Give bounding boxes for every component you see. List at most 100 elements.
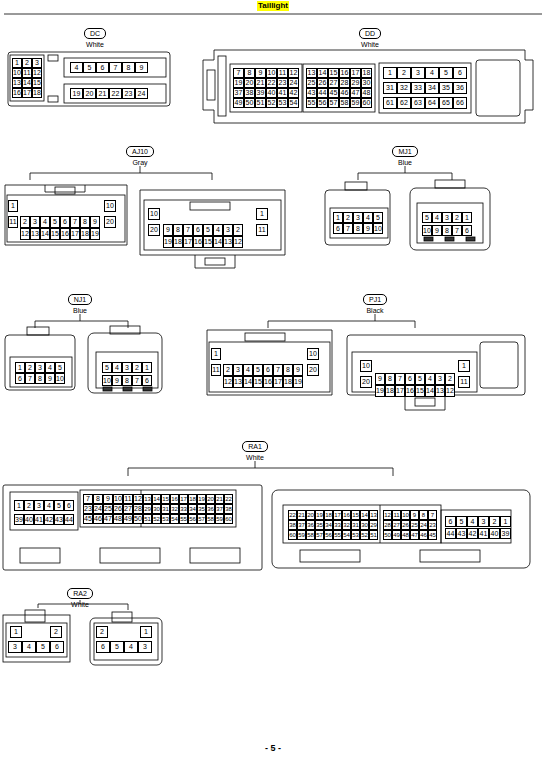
pin-number: 3 [34,500,44,511]
pin-number: 19 [315,510,324,520]
pin-number: 8 [122,375,132,386]
connector-name: NJ1Blue [68,294,92,315]
pin-number: 17 [395,385,405,397]
pin-number: 4 [40,216,50,228]
pin-number: 11 [458,376,470,388]
pin-number: 2 [223,364,233,376]
pin-number: 10 [12,68,22,78]
pin-number: 10 [373,223,383,234]
pin-number: 34 [324,520,333,530]
pin-number: 16 [193,236,203,248]
pin-number: 28 [339,78,350,88]
pin-number: 60 [361,98,372,108]
pin-number: 22 [224,494,233,504]
pin-number: 29 [350,78,361,88]
pin-number: 10 [148,208,160,220]
pin-number: 13 [143,494,152,504]
connector-color: White [84,40,106,49]
pin-number: 17 [183,236,193,248]
pin-number: 4 [425,67,439,79]
pin-number: 43 [306,88,317,98]
pin-number: 3 [122,362,132,373]
pin-number: 50 [133,514,143,524]
pin-number: 2 [445,373,455,385]
pin-number: 20 [360,376,372,388]
pin-number: 8 [442,225,452,236]
pin-number: 61 [383,97,397,109]
pin-number: 35 [315,520,324,530]
pin-number: 47 [350,88,361,98]
pin-number: 47 [103,514,113,524]
pin-number: 9 [163,224,173,236]
pin-number: 3 [353,212,363,223]
pin-number: 23 [277,78,288,88]
pin-number: 15 [328,68,339,78]
pin-number: 6 [193,224,203,236]
pin-number: 31 [161,504,170,514]
pin-number: 6 [96,62,109,73]
pin-number: 4 [22,641,36,653]
pin-number: 42 [44,514,54,525]
pin-number: 20 [306,510,315,520]
pin-number: 7 [183,224,193,236]
pin-number: 4 [425,373,435,385]
pin-number: 37 [297,520,306,530]
pin-number: 3 [478,516,489,527]
pin-number: 15 [351,510,360,520]
pin-number: 9 [112,375,122,386]
pin-number: 20 [307,364,319,376]
pin-number: 5 [36,641,50,653]
pin-number: 7 [25,373,35,384]
pin-number: 4 [363,212,373,223]
pin-number: 8 [93,494,103,504]
pin-number: 5 [439,67,453,79]
pin-number: 54 [288,98,299,108]
pin-number: 31 [351,520,360,530]
pin-number: 7 [428,510,437,520]
pin-number: 7 [70,216,80,228]
pin-number: 43 [54,514,64,525]
pin-number: 9 [45,373,55,384]
pin-number: 6 [64,500,74,511]
pin-number: 23 [83,504,93,514]
connector-color: Gray [126,158,154,167]
pin-number: 2 [22,58,32,68]
pin-number: 47 [410,530,419,540]
pin-number: 40 [489,528,500,539]
pin-number: 3 [223,224,233,236]
pin-number: 9 [90,216,100,228]
pin-number: 3 [138,641,152,653]
pin-number: 53 [351,530,360,540]
connector-color: Blue [68,306,92,315]
pin-number: 3 [442,212,452,223]
pin-number: 16 [339,68,350,78]
pin-number: 57 [315,530,324,540]
pin-number: 20 [244,78,255,88]
pin-number: 19 [70,88,83,99]
pin-number: 12 [288,68,299,78]
pin-number: 11 [256,224,268,236]
pin-number: 8 [80,216,90,228]
pin-number: 58 [206,514,215,524]
pin-number: 22 [266,78,277,88]
pin-number: 63 [411,97,425,109]
pin-number: 14 [152,494,161,504]
pin-number: 13 [12,78,22,88]
pin-number: 50 [244,98,255,108]
pin-number: 35 [439,82,453,94]
pin-number: 12 [133,494,143,504]
pin-number: 33 [411,82,425,94]
pin-number: 17 [70,228,80,240]
pin-number: 15 [415,385,425,397]
pin-number: 6 [50,641,64,653]
pin-number: 15 [161,494,170,504]
pin-number: 8 [419,510,428,520]
pin-number: 7 [109,62,122,73]
pin-number: 5 [253,364,263,376]
connector-name: DDWhite [359,28,381,49]
pin-number: 18 [361,68,372,78]
pin-number: 2 [50,626,62,638]
pin-number: 48 [401,530,410,540]
pin-number: 18 [80,228,90,240]
pin-number: 19 [163,236,173,248]
